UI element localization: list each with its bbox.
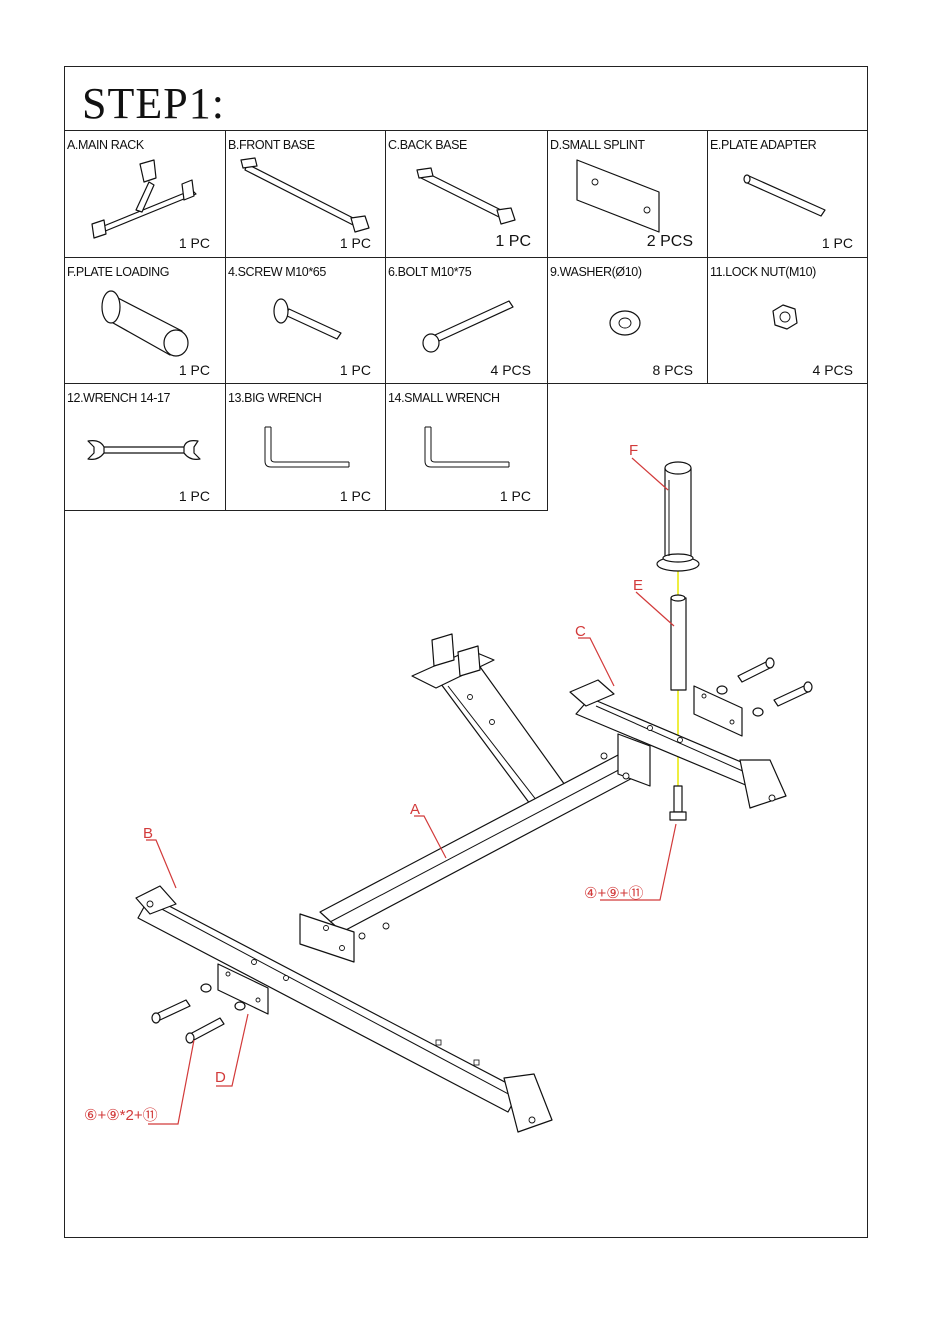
small-splint-back — [694, 686, 742, 736]
callout-b: B — [143, 825, 153, 842]
plate-loading-sleeve — [657, 462, 699, 571]
main-rack-arm — [412, 634, 570, 812]
plate-adapter — [671, 595, 686, 690]
hardware-callout-front: ⑥+⑨*2+⑪ — [84, 1107, 158, 1124]
screw-vertical — [670, 786, 686, 820]
callout-e: E — [633, 577, 643, 594]
hardware-callout-back: ④+⑨+⑪ — [584, 885, 643, 902]
callout-c: C — [575, 623, 586, 640]
callout-a: A — [410, 801, 420, 818]
main-rack-beam — [300, 734, 650, 962]
callout-d: D — [215, 1069, 226, 1086]
callout-f: F — [629, 442, 638, 459]
